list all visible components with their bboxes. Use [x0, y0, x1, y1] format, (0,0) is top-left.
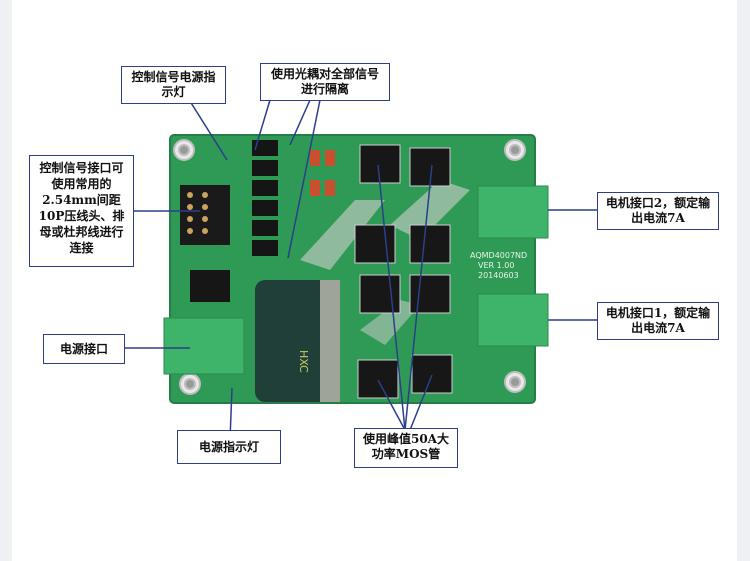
- motor2-terminal: [477, 185, 549, 239]
- silk-model: AQMD4007ND: [470, 251, 527, 260]
- motor1-terminal: [477, 293, 549, 347]
- callout-power-interface: 电源接口: [43, 334, 125, 364]
- callout-optocoupler: 使用光耦对全部信号进行隔离: [260, 63, 390, 101]
- callout-signal-indicator: 控制信号电源指示灯: [121, 66, 226, 104]
- svg-text:HXC: HXC: [297, 350, 310, 373]
- electrolytic-capacitor: HXC: [255, 280, 340, 402]
- mosfet-group: [354, 144, 453, 399]
- optocoupler-chips: [252, 140, 278, 256]
- leader-lines: [125, 97, 597, 441]
- callout-signal-interface: 控制信号接口可使用常用的2.54mm间距10P压线头、排母或杜邦线进行连接: [29, 155, 134, 267]
- callout-mos: 使用峰值50A大功率MOS管: [354, 428, 458, 468]
- callout-power-indicator: 电源指示灯: [177, 430, 281, 464]
- callout-motor1: 电机接口1，额定输出电流7A: [597, 302, 719, 340]
- power-terminal: [163, 317, 245, 375]
- mounting-holes: [173, 139, 526, 395]
- silk-date: 20140603: [478, 271, 519, 280]
- regulator-chip: [190, 270, 230, 302]
- callout-motor2: 电机接口2，额定输出电流7A: [597, 192, 719, 230]
- silk-version: VER 1.00: [478, 261, 514, 270]
